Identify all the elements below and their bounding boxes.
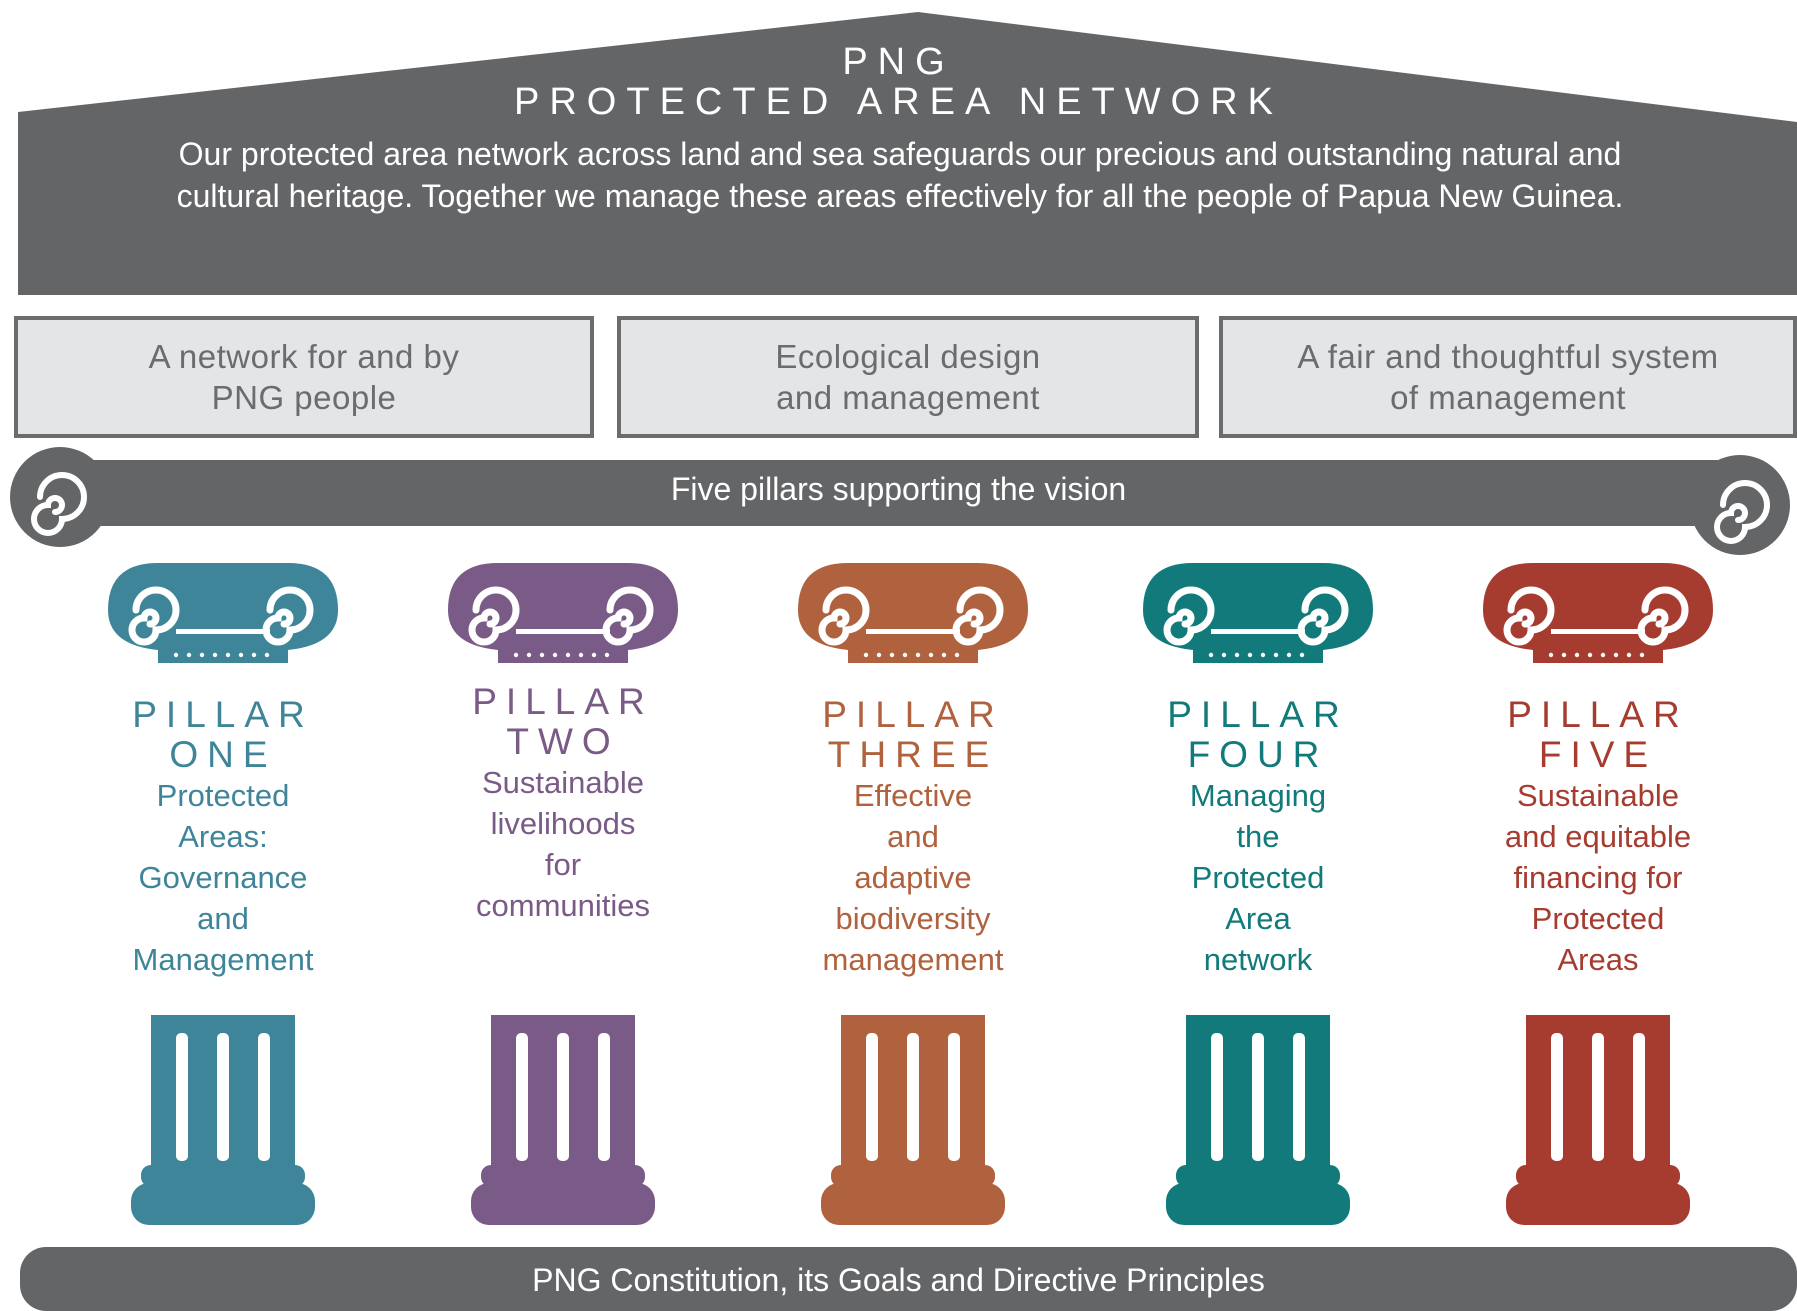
- pillar-heading-line1: PILLAR: [822, 694, 1004, 735]
- principle-box-management: A fair and thoughtful system of manageme…: [1219, 316, 1797, 438]
- roof-description: Our protected area network across land a…: [176, 136, 1624, 214]
- roof-title-line1: PNG: [842, 41, 955, 83]
- pillar-capital-icon: [1143, 563, 1373, 663]
- principle-box-ecological: Ecological design and management: [617, 316, 1199, 438]
- pillar-capital-icon: [798, 563, 1028, 663]
- pillar-column-icon: [131, 1015, 315, 1225]
- band-left-scroll-icon: [10, 447, 110, 547]
- base-label: PNG Constitution, its Goals and Directiv…: [532, 1262, 1265, 1298]
- roof-shape: [18, 12, 1797, 295]
- roof-title-line2: PROTECTED AREA NETWORK: [514, 81, 1283, 123]
- pillar-heading-line1: PILLAR: [1167, 694, 1349, 735]
- pillar-capital-icon: [448, 563, 678, 663]
- pillar-column-icon: [1506, 1015, 1690, 1225]
- principle-box-people: A network for and by PNG people: [14, 316, 594, 438]
- pillar-heading-line2: ONE: [169, 734, 277, 775]
- pillar-description: Managing the Protected Area network: [1189, 778, 1327, 977]
- base-shape: [20, 1247, 1797, 1311]
- pillars-band: [60, 460, 1737, 526]
- principle-label: A network for and by PNG people: [148, 338, 460, 416]
- pillar-heading-line1: PILLAR: [472, 681, 654, 722]
- pillar-column-icon: [471, 1015, 655, 1225]
- pillar-heading-line1: PILLAR: [1507, 694, 1689, 735]
- pillar-column-icon: [1166, 1015, 1350, 1225]
- pillar-heading-line2: TWO: [506, 721, 620, 762]
- pillar-description: Sustainable livelihoods for communities: [476, 765, 650, 923]
- principle-label: Ecological design and management: [775, 338, 1041, 416]
- pillar-description: Protected Areas: Governance and Manageme…: [132, 778, 314, 977]
- pillar-heading-line2: FOUR: [1187, 734, 1329, 775]
- pillar-heading-line1: PILLAR: [132, 694, 314, 735]
- pillars-band-label: Five pillars supporting the vision: [670, 471, 1127, 507]
- pillar-capital-icon: [1483, 563, 1713, 663]
- pillar-heading-line2: THREE: [827, 734, 999, 775]
- pillar-description: Effective and adaptive biodiversity mana…: [822, 778, 1004, 977]
- pillar-column-icon: [821, 1015, 1005, 1225]
- band-right-scroll-icon: [1690, 455, 1790, 555]
- pillar-heading-line2: FIVE: [1538, 734, 1658, 775]
- pillar-capital-icon: [108, 563, 338, 663]
- principle-label: A fair and thoughtful system of manageme…: [1297, 338, 1719, 416]
- pillar-description: Sustainable and equitable financing for …: [1504, 778, 1692, 977]
